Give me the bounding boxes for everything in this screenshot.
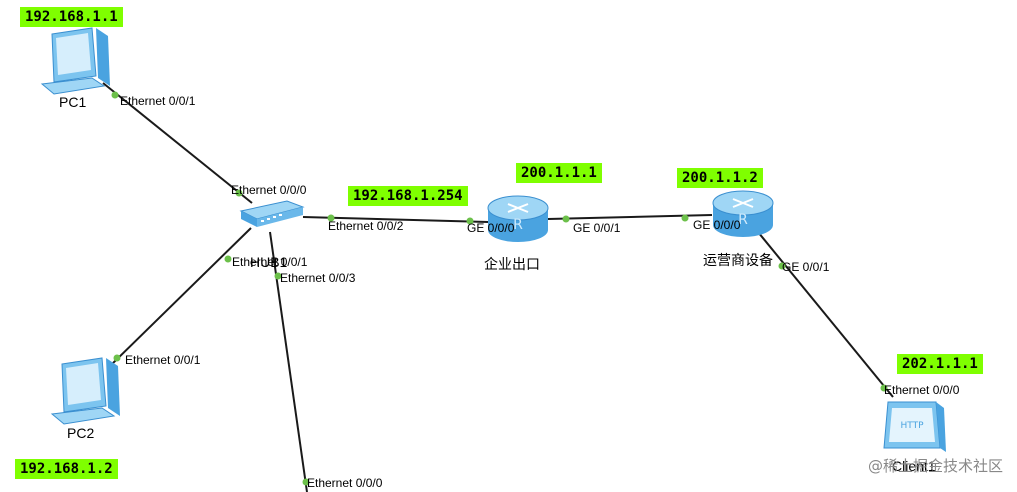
client-label: Client1 (892, 458, 936, 474)
port-dot (562, 215, 570, 223)
svg-text:R: R (513, 217, 523, 233)
r1-ge0-label: GE 0/0/0 (467, 221, 515, 235)
hub-port2-label: Ethernet 0/0/2 (328, 219, 404, 233)
pc-icon[interactable] (50, 357, 120, 425)
r1-label: 企业出口 (484, 256, 540, 272)
r1-lan-ip-tag: 192.168.1.254 (348, 186, 468, 206)
port-dot (327, 214, 335, 222)
http-client-icon[interactable]: HTTP (883, 401, 946, 452)
port-dot (111, 91, 119, 99)
hub-port1-label: Ethernet 0/0/1 (232, 255, 308, 269)
r2-ge0-label: GE 0/0/0 (693, 218, 741, 232)
pc1-port-label: Ethernet 0/0/1 (120, 94, 196, 108)
links (102, 82, 894, 492)
port-dot (681, 214, 689, 222)
r2-ip-tag: 200.1.1.2 (677, 168, 763, 188)
router-icon[interactable]: R (487, 195, 549, 242)
pc2-port-label: Ethernet 0/0/1 (125, 353, 201, 367)
port-dot (466, 217, 474, 225)
r1-ge1-label: GE 0/0/1 (573, 221, 621, 235)
port-dot (224, 255, 232, 263)
bottom-port-label: Ethernet 0/0/0 (307, 476, 383, 490)
port-dot (235, 189, 243, 197)
pc2-ip-tag: 192.168.1.2 (15, 459, 118, 479)
port-dot (274, 272, 282, 280)
port-dot (113, 354, 121, 362)
hub-port0-label: Ethernet 0/0/0 (231, 183, 307, 197)
port-dot (880, 384, 888, 392)
pc-icon[interactable] (40, 27, 110, 95)
client-port-label: Ethernet 0/0/0 (884, 383, 960, 397)
client-ip-tag: 202.1.1.1 (897, 354, 983, 374)
pc1-label: PC1 (59, 94, 87, 110)
svg-text:HTTP: HTTP (900, 421, 924, 431)
hub-label: HUB1 (250, 254, 288, 270)
pc1-ip-tag: 192.168.1.1 (20, 7, 123, 27)
svg-text:R: R (738, 212, 748, 228)
link-r2-client[interactable] (757, 231, 894, 398)
r2-label: 运营商设备 (703, 252, 773, 268)
pc2-label: PC2 (67, 425, 95, 441)
hub-port3-label: Ethernet 0/0/3 (280, 271, 356, 285)
link-hub-pc2[interactable] (109, 227, 252, 367)
port-dot (302, 478, 310, 486)
link-pc1-hub[interactable] (102, 82, 253, 204)
port-dots (111, 91, 888, 486)
router-icon[interactable]: R (712, 190, 774, 237)
r2-ge1-label: GE 0/0/1 (782, 260, 830, 274)
port-dot (778, 262, 786, 270)
watermark-text: @稀土掘金技术社区 (867, 457, 1003, 475)
r1-wan-ip-tag: 200.1.1.1 (516, 163, 602, 183)
hub-icon[interactable] (239, 200, 305, 227)
